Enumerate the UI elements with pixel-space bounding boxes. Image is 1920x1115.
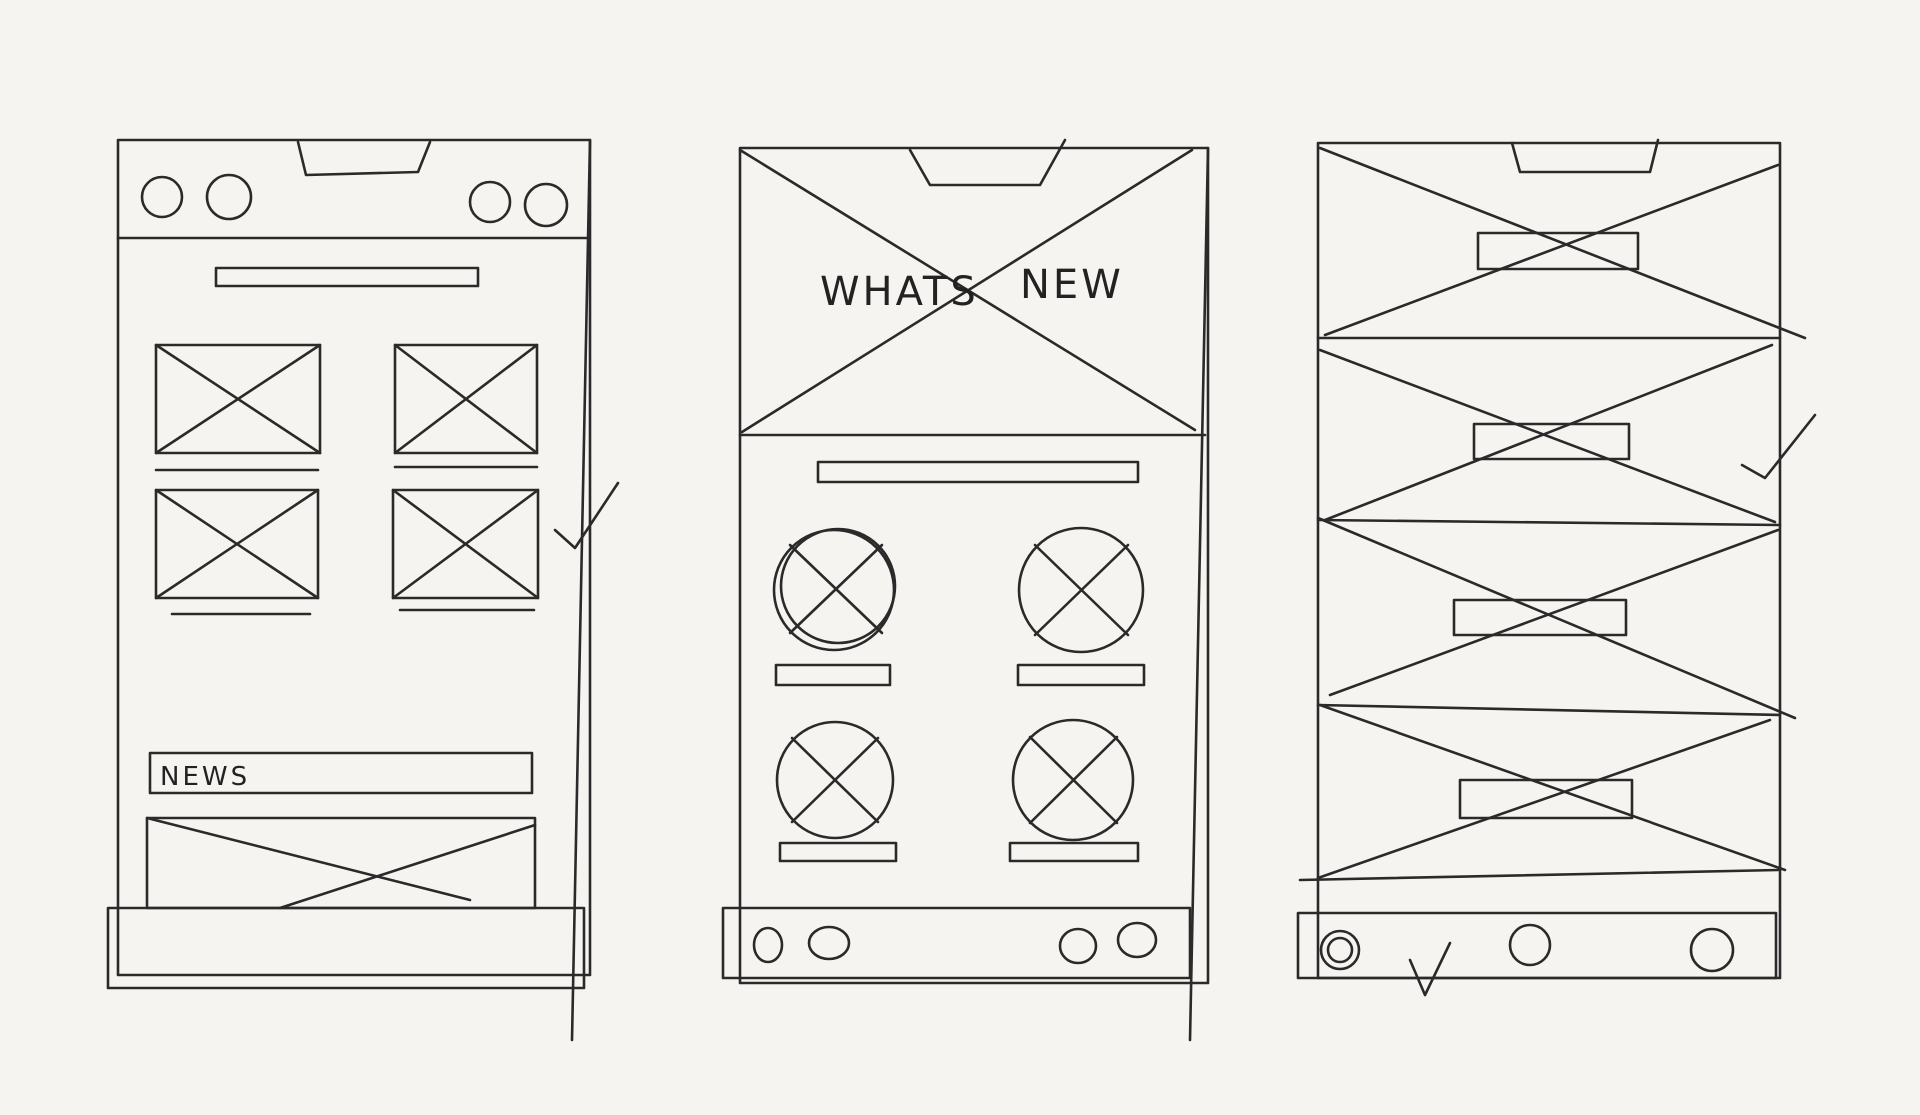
phone-outline-whats-new: [738, 146, 1210, 985]
notch-home: [296, 140, 432, 177]
tab-icon-1-whats-new[interactable]: [752, 926, 784, 964]
phone-outline-home: [116, 138, 592, 977]
news-header-bar: [148, 751, 534, 795]
tab-icon-3-categories[interactable]: [1689, 927, 1735, 973]
grid-tile-4-home[interactable]: [391, 488, 540, 612]
category-banner-3[interactable]: [1316, 516, 1797, 720]
news-section-home: NEWS: [145, 751, 537, 910]
bottom-bar-home: [106, 906, 586, 990]
category-banner-4[interactable]: [1298, 703, 1787, 882]
hero-text-whats: WHATS: [820, 269, 979, 315]
header-icon-3-home[interactable]: [468, 180, 512, 224]
phone-edge-home: [570, 138, 592, 1042]
tab-icon-4-whats-new[interactable]: [1116, 921, 1158, 959]
tab-icon-1-active-indicator: [1326, 936, 1354, 964]
tab-icon-3-whats-new[interactable]: [1058, 927, 1098, 965]
bottom-bar-categories: [1296, 911, 1778, 980]
circle-item-3-whats-new[interactable]: [775, 720, 898, 863]
circle-item-2-whats-new[interactable]: [1016, 526, 1146, 687]
category-label-2: [1472, 422, 1631, 461]
grid-tile-3-home[interactable]: [154, 488, 320, 616]
phone-frame-whats-new: [738, 146, 1210, 1042]
tab-icon-1-categories[interactable]: [1319, 929, 1361, 971]
circle-item-1-whats-new[interactable]: [772, 527, 897, 687]
category-banner-2[interactable]: [1316, 343, 1782, 527]
header-bar-home: [116, 140, 590, 240]
phone-frame-home: [116, 138, 592, 1042]
news-label: NEWS: [160, 762, 250, 792]
check-mark-icon: [1740, 413, 1817, 480]
bottom-bar-whats-new: [721, 906, 1192, 980]
category-label-3: [1452, 598, 1628, 637]
bottom-bar-outline-categories: [1296, 911, 1778, 980]
news-card-home[interactable]: [145, 816, 537, 910]
circle-item-4-whats-new[interactable]: [1008, 718, 1140, 863]
notch-categories: [1510, 138, 1660, 174]
search-bar-home[interactable]: [214, 266, 480, 288]
notch-whats-new: [908, 138, 1067, 187]
category-label-4: [1458, 778, 1634, 820]
category-banner-1[interactable]: [1316, 146, 1807, 340]
header-icon-4-home[interactable]: [523, 182, 569, 228]
check-mark-icon: [1408, 941, 1452, 997]
grid-tile-2-home[interactable]: [393, 343, 539, 469]
tab-icon-2-whats-new[interactable]: [807, 925, 851, 961]
hero-text-new: NEW: [1020, 262, 1124, 308]
category-label-1: [1476, 231, 1640, 271]
search-bar-whats-new[interactable]: [816, 460, 1140, 484]
phone-edge-whats-new: [1188, 146, 1210, 1042]
header-icon-2-home[interactable]: [205, 173, 253, 221]
tab-icon-2-categories[interactable]: [1508, 923, 1552, 967]
bottom-bar-outline-whats-new: [721, 906, 1192, 980]
hero-banner-whats-new[interactable]: WHATS NEW: [738, 148, 1207, 437]
circle-grid-whats-new: [772, 526, 1146, 863]
image-grid-home: [154, 343, 540, 616]
bottom-bar-outline-home: [106, 906, 586, 990]
header-icon-1-home[interactable]: [140, 175, 184, 219]
check-mark-icon: [553, 481, 620, 550]
grid-tile-1-home[interactable]: [154, 343, 322, 472]
